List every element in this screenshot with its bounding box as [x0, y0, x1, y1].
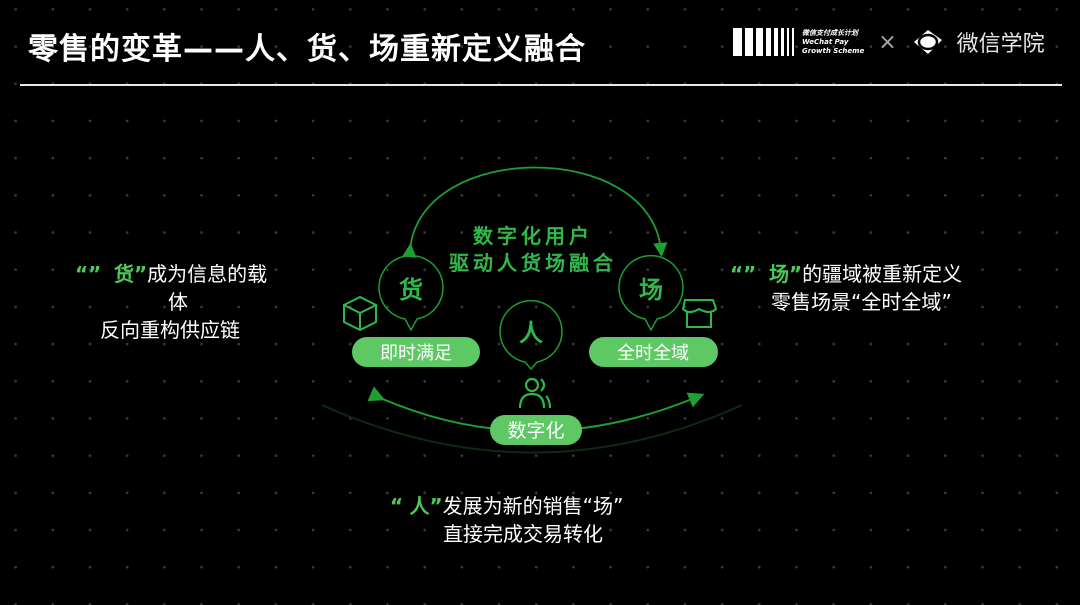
- pill-people: 数字化: [507, 420, 564, 442]
- node-goods-label: 货: [399, 276, 423, 304]
- bottom-text: “ 人”发展为新的销售“场” 直接完成交易转化: [390, 494, 624, 546]
- node-place: [618, 254, 684, 332]
- wechat-pay-growth-logo: [733, 28, 794, 56]
- faint-arc: [321, 404, 743, 454]
- pill-people-bg: [490, 415, 582, 445]
- wechat-pay-growth-text: 微信支付成长计划 WeChat Pay Growth Scheme: [802, 28, 865, 55]
- pill-place: 全时全域: [617, 343, 689, 364]
- node-people-label: 人: [519, 319, 543, 347]
- center-line1: 数字化用户: [473, 224, 593, 248]
- box-icon: [343, 295, 377, 332]
- pill-goods-bg: [352, 337, 480, 367]
- right-text: “” 场”的疆域被重新定义 零售场景“全时全域”: [730, 262, 963, 314]
- top-arc-arrow: [402, 166, 668, 258]
- center-line2: 驱动人货场融合: [449, 251, 617, 275]
- pill-goods: 即时满足: [380, 343, 452, 364]
- node-place-label: 场: [639, 276, 663, 304]
- times-separator: ×: [878, 29, 897, 55]
- node-people: [499, 299, 563, 371]
- wechat-academy-icon: [913, 30, 942, 54]
- header-divider: [20, 84, 1062, 86]
- node-goods: [378, 254, 444, 332]
- wechat-academy-logo: 微信学院: [956, 32, 1045, 57]
- left-text: “” 货”成为信息的载 体 反向重构供应链: [75, 262, 268, 342]
- header-logos: 微信支付成长计划 WeChat Pay Growth Scheme × 微信学院: [733, 26, 1045, 58]
- people-icon: [518, 377, 552, 409]
- store-icon: [681, 299, 718, 328]
- page-title: 零售的变革——人、货、场重新定义融合: [28, 32, 586, 67]
- pill-place-bg: [589, 337, 718, 367]
